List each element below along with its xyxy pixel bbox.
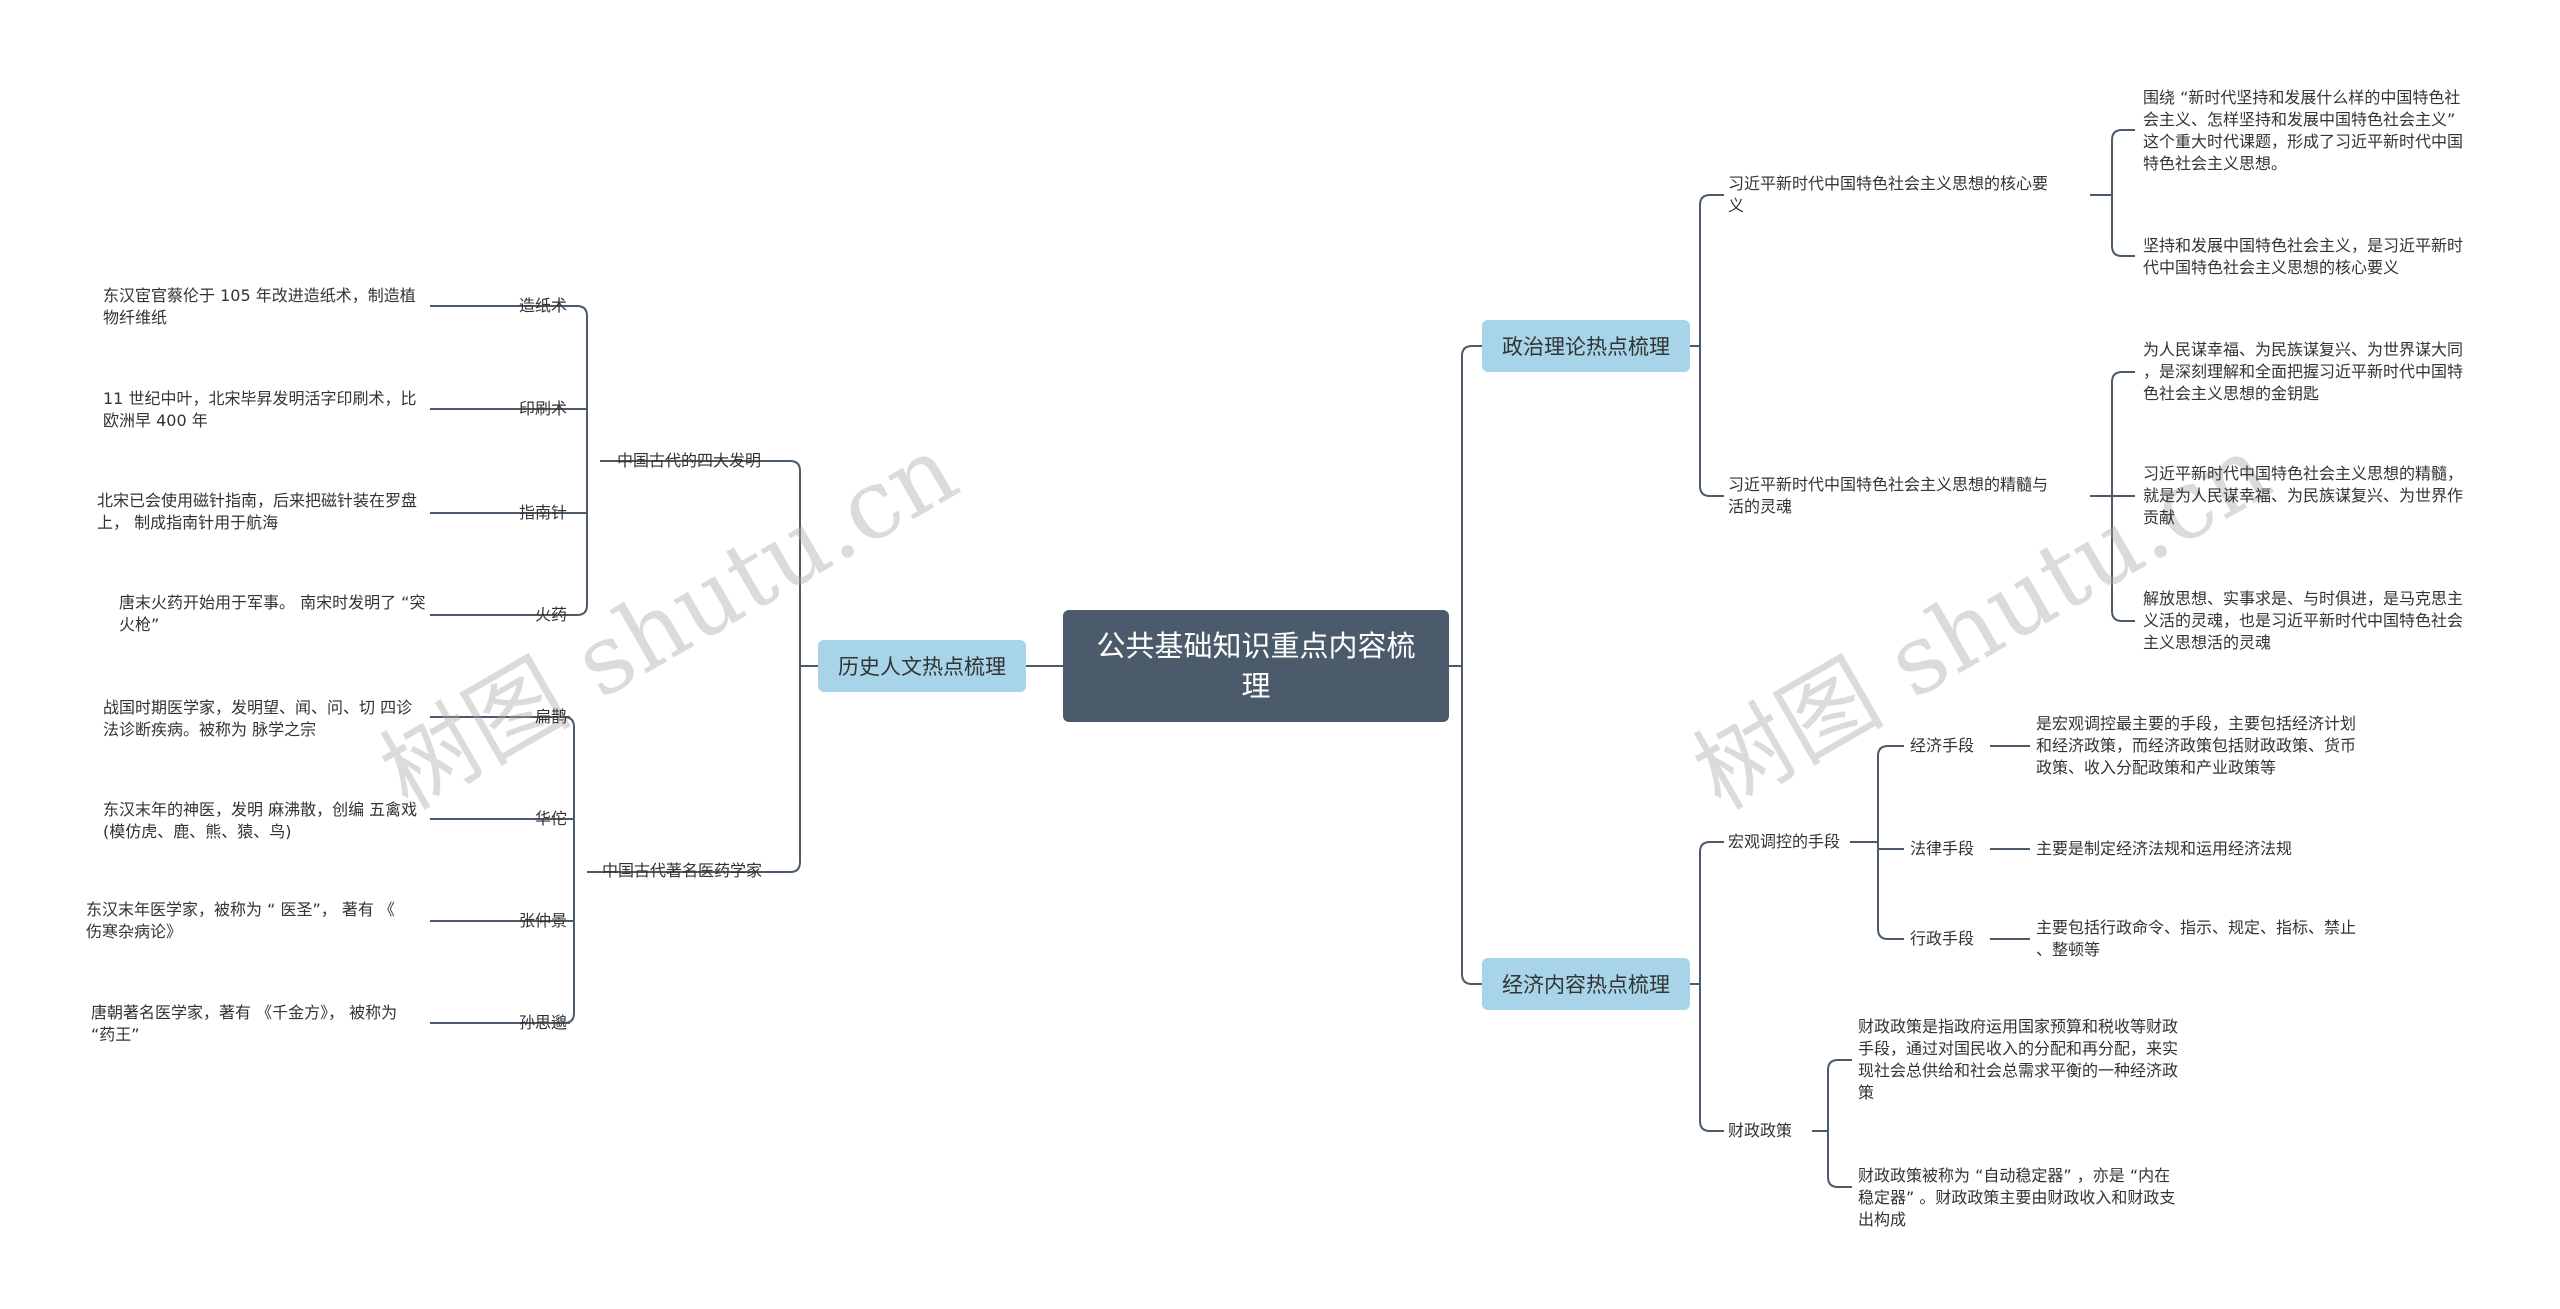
item-compass[interactable]: 指南针 — [518, 503, 567, 522]
connector — [1827, 1176, 1852, 1188]
connector — [2111, 245, 2135, 257]
group-fiscal-policy[interactable]: 财政政策 — [1728, 1121, 1793, 1140]
desc-legal-means: 主要是制定经济法规和运用经济法规 — [2036, 839, 2293, 858]
leaf-core-1: 围绕 “新时代坚持和发展什么样的中国特色社会主义、怎样坚持和发展中国特色社会主义… — [2143, 88, 2464, 173]
leaf-soul-2: 习近平新时代中国特色社会主义思想的精髓，就是为人民谋幸福、为民族谋复兴、为世界作… — [2143, 464, 2464, 527]
leaf-soul-1: 为人民谋幸福、为民族谋复兴、为世界谋大同，是深刻理解和全面把握习近平新时代中国特… — [2143, 340, 2464, 403]
connector — [2111, 129, 2135, 141]
item-huatuo[interactable]: 华佗 — [534, 809, 567, 828]
desc-gunpowder: 唐末火药开始用于军事。 南宋时发明了 “突火枪” — [119, 593, 426, 634]
branch-economy[interactable]: 经济内容热点梳理 — [1482, 958, 1690, 1010]
connector — [1827, 1059, 1852, 1071]
desc-printing: 11 世纪中叶，北宋毕昇发明活字印刷术，比欧洲早 400 年 — [103, 389, 417, 430]
desc-sunsimiao: 唐朝著名医学家，著有 《千金方》， 被称为“药王” — [91, 1003, 398, 1044]
connector — [1877, 928, 1904, 940]
desc-huatuo: 东汉末年的神医，发明 麻沸散，创编 五禽戏(模仿虎、鹿、熊、猿、鸟) — [103, 800, 418, 841]
item-gunpowder[interactable]: 火药 — [534, 605, 567, 624]
leaf-core-2: 坚持和发展中国特色社会主义，是习近平新时代中国特色社会主义思想的核心要义 — [2143, 236, 2464, 277]
sub-legal-means[interactable]: 法律手段 — [1910, 839, 1975, 858]
item-bianque[interactable]: 扁鹊 — [534, 707, 567, 726]
group-four-inventions[interactable]: 中国古代的四大发明 — [617, 451, 762, 470]
leaf-fiscal-2: 财政政策被称为 “自动稳定器” ，亦是 “内在稳定器” 。财政政策主要由财政收入… — [1858, 1166, 2176, 1229]
connector — [2111, 610, 2135, 622]
connector — [570, 305, 588, 317]
connector — [1699, 1120, 1724, 1132]
group-core-essence[interactable]: 习近平新时代中国特色社会主义思想的核心要义 — [1728, 174, 2049, 215]
item-papermaking[interactable]: 造纸术 — [518, 296, 567, 315]
connector — [1699, 485, 1724, 497]
connector — [785, 460, 801, 472]
sub-administrative-means[interactable]: 行政手段 — [1910, 929, 1975, 948]
connector — [1699, 841, 1724, 853]
item-zhangzhongjing[interactable]: 张仲景 — [518, 911, 567, 930]
group-macro-control[interactable]: 宏观调控的手段 — [1728, 832, 1841, 851]
connector — [2111, 371, 2135, 383]
desc-economic-means: 是宏观调控最主要的手段，主要包括经济计划和经济政策，而经济政策包括财政政策、货币… — [2036, 714, 2357, 777]
root-topic[interactable]: 公共基础知识重点内容梳理 — [1063, 610, 1449, 722]
connector — [1461, 973, 1482, 985]
leaf-fiscal-1: 财政政策是指政府运用国家预算和税收等财政手段，通过对国民收入的分配和再分配，来实… — [1858, 1017, 2179, 1102]
desc-administrative-means: 主要包括行政命令、指示、规定、指标、禁止、整顿等 — [2036, 918, 2357, 959]
sub-economic-means[interactable]: 经济手段 — [1910, 736, 1975, 755]
branch-politics-theory[interactable]: 政治理论热点梳理 — [1482, 320, 1690, 372]
desc-zhangzhongjing: 东汉末年医学家，被称为 “ 医圣”， 著有 《伤寒杂病论》 — [86, 900, 395, 941]
item-sunsimiao[interactable]: 孙思邈 — [518, 1013, 567, 1032]
group-ancient-physicians[interactable]: 中国古代著名医药学家 — [602, 861, 763, 880]
leaf-soul-3: 解放思想、实事求是、与时俱进，是马克思主义活的灵魂，也是习近平新时代中国特色社会… — [2143, 589, 2464, 652]
connector — [1699, 194, 1724, 206]
desc-compass: 北宋已会使用磁针指南，后来把磁针装在罗盘上， 制成指南针用于航海 — [97, 491, 418, 532]
connector — [785, 861, 801, 873]
connector — [1461, 345, 1482, 357]
desc-bianque: 战国时期医学家，发明望、闻、问、切 四诊法诊断疾病。被称为 脉学之宗 — [103, 698, 413, 739]
item-printing[interactable]: 印刷术 — [518, 399, 567, 418]
branch-history-culture[interactable]: 历史人文热点梳理 — [818, 640, 1026, 692]
group-soul[interactable]: 习近平新时代中国特色社会主义思想的精髓与活的灵魂 — [1728, 475, 2049, 516]
connector — [1877, 745, 1904, 757]
desc-papermaking: 东汉宦官蔡伦于 105 年改进造纸术，制造植物纤维纸 — [103, 286, 416, 327]
connector — [570, 604, 588, 616]
